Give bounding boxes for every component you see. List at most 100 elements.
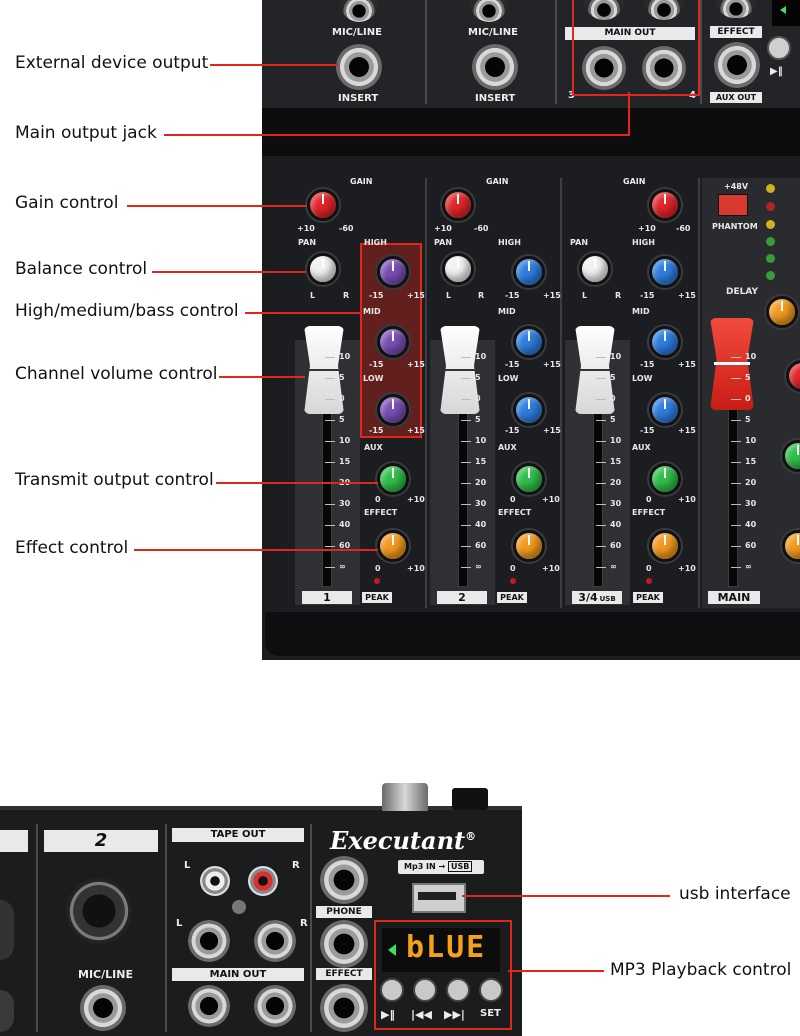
mic-line-jack: [340, 0, 378, 22]
mp3-set-button[interactable]: [479, 978, 503, 1002]
aux-label: AUX: [364, 443, 383, 452]
insert-label: INSERT: [338, 93, 379, 104]
effect-knob-ch34[interactable]: [649, 530, 681, 562]
mp3-next-button[interactable]: [446, 978, 470, 1002]
aux-max-label: +10: [542, 495, 560, 504]
usb-port-inner: [418, 892, 456, 900]
surface-divider: [425, 178, 427, 608]
gain-knob-ch2[interactable]: [442, 189, 474, 221]
fader-scale-line: [461, 525, 471, 526]
main-knob-green[interactable]: [782, 440, 800, 472]
callout-main-output-jack: Main output jack: [15, 123, 157, 143]
mid-max-label: +15: [678, 360, 696, 369]
low-min-label: -15: [369, 426, 384, 435]
fader-scale-line: [731, 462, 741, 463]
low-eq-knob-ch1[interactable]: [377, 394, 409, 426]
delay-knob[interactable]: [766, 296, 798, 328]
mp3-play-indicator-icon: [388, 944, 396, 956]
brand-text: Executant: [330, 826, 466, 855]
pan-r-label: R: [615, 291, 622, 300]
level-led: [766, 202, 775, 211]
main-label: MAIN: [708, 591, 760, 604]
gain-label: GAIN: [623, 177, 646, 186]
fader-scale-line: [325, 567, 335, 568]
effect-max-label: +10: [542, 564, 560, 573]
gain-knob-ch1[interactable]: [307, 189, 339, 221]
main-knob-orange[interactable]: [782, 530, 800, 562]
insert-jack: [472, 44, 518, 90]
callout-balance-control: Balance control: [15, 259, 148, 279]
pan-knob-ch2[interactable]: [442, 253, 474, 285]
callout-line: [127, 205, 307, 207]
effect-knob-ch1[interactable]: [377, 530, 409, 562]
peak-tag: PEAK: [497, 592, 527, 603]
mid-eq-knob-ch34[interactable]: [649, 326, 681, 358]
mid-eq-knob-ch1[interactable]: [377, 326, 409, 358]
xlr-combo-jack: [66, 878, 132, 944]
fader-scale-tick: 30: [745, 499, 757, 508]
fader-scale-tick: ∞: [475, 562, 482, 571]
main-out-jack: [188, 985, 230, 1027]
fader-scale-line: [731, 420, 741, 421]
fader-scale-tick: 5: [339, 415, 345, 424]
fader-scale-tick: 20: [475, 478, 487, 487]
aux-knob-ch1[interactable]: [377, 463, 409, 495]
main-out-jack: [254, 985, 296, 1027]
play-button[interactable]: [767, 36, 791, 60]
rear-divider: [700, 0, 702, 104]
low-min-label: -15: [505, 426, 520, 435]
effect-label: EFFECT: [364, 508, 398, 517]
callout-gain-control: Gain control: [15, 193, 119, 213]
level-led: [766, 220, 775, 229]
aux-knob-ch2[interactable]: [513, 463, 545, 495]
gain-knob-ch34[interactable]: [649, 189, 681, 221]
mp3-display-text: bLUE: [406, 930, 487, 965]
fader-scale-line: [461, 399, 471, 400]
fader-scale-tick: 10: [745, 436, 757, 445]
aux-out-tag: AUX OUT: [710, 92, 762, 103]
fader-scale-tick: 20: [745, 478, 757, 487]
callout-external-device-output: External device output: [15, 53, 209, 73]
rca-red: [248, 866, 278, 896]
gain-max-label: -60: [474, 224, 489, 233]
effect-knob-ch2[interactable]: [513, 530, 545, 562]
delay-label: DELAY: [726, 287, 758, 297]
mid-label: MID: [498, 307, 516, 316]
mp3-prev-button[interactable]: [413, 978, 437, 1002]
fader-scale-tick: 30: [339, 499, 351, 508]
fader-scale-line: [731, 567, 741, 568]
low-eq-knob-ch34[interactable]: [649, 394, 681, 426]
pan-knob-ch34[interactable]: [579, 253, 611, 285]
tape-out-tag: TAPE OUT: [172, 828, 304, 842]
previous-track-icon: |◀◀: [411, 1008, 432, 1021]
fader-scale-line: [596, 567, 606, 568]
aux-out-jack: [714, 42, 760, 88]
callout-effect-control: Effect control: [15, 538, 129, 558]
fader-scale-tick: 20: [610, 478, 622, 487]
effect-max-label: +10: [678, 564, 696, 573]
phantom-button[interactable]: [718, 194, 748, 216]
mp3-play-pause-button[interactable]: [380, 978, 404, 1002]
mid-eq-knob-ch2[interactable]: [513, 326, 545, 358]
play-pause-icon: ▶‖: [381, 1008, 395, 1021]
fader-scale-tick: 40: [339, 520, 351, 529]
callout-line: [164, 134, 630, 136]
rear-divider: [425, 0, 427, 104]
fader-line: [444, 369, 476, 371]
high-eq-knob-ch34[interactable]: [649, 256, 681, 288]
high-eq-knob-ch2[interactable]: [513, 256, 545, 288]
effect-tag: EFFECT: [316, 968, 372, 980]
effect-max-label: +10: [407, 564, 425, 573]
effect-min-label: 0: [510, 564, 516, 573]
fader-scale-line: [731, 525, 741, 526]
aux-knob-ch34[interactable]: [649, 463, 681, 495]
pan-knob-ch1[interactable]: [307, 253, 339, 285]
low-eq-knob-ch2[interactable]: [513, 394, 545, 426]
gain-max-label: -60: [676, 224, 691, 233]
mic-line-label: MIC/LINE: [78, 968, 133, 981]
gain-label: GAIN: [350, 177, 373, 186]
fader-scale-line: [596, 483, 606, 484]
high-eq-knob-ch1[interactable]: [377, 256, 409, 288]
level-led: [766, 237, 775, 246]
effect-min-label: 0: [375, 564, 381, 573]
